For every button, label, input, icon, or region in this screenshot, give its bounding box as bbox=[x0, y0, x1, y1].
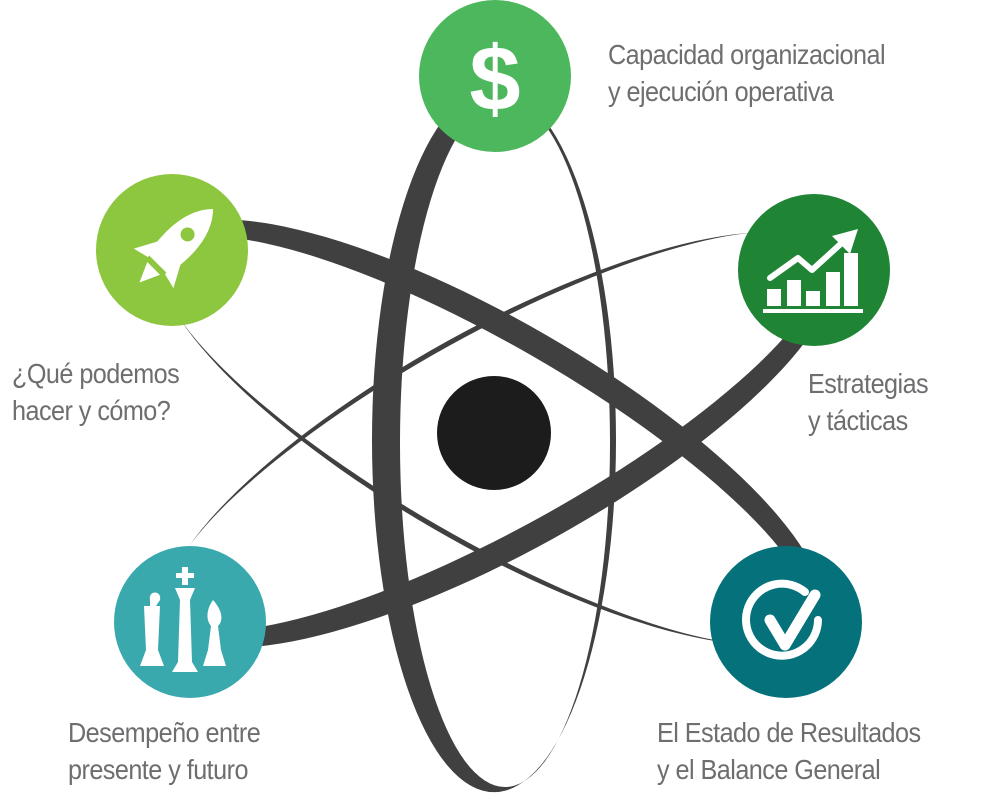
label-line: Desempeño entre bbox=[68, 717, 261, 748]
node-capacidad: $ bbox=[419, 0, 571, 152]
rocket-icon bbox=[133, 208, 214, 289]
orbit-diagonal-up bbox=[164, 231, 836, 648]
label-que-podemos: ¿Qué podemos hacer y cómo? bbox=[12, 355, 180, 429]
label-capacidad: Capacidad organizacional y ejecución ope… bbox=[608, 36, 886, 110]
check-circle-icon bbox=[742, 579, 822, 660]
label-line: hacer y cómo? bbox=[12, 395, 171, 426]
label-line: ¿Qué podemos bbox=[12, 358, 180, 389]
label-estado: El Estado de Resultados y el Balance Gen… bbox=[657, 714, 921, 788]
node-que-podemos bbox=[96, 174, 248, 326]
label-desempeno: Desempeño entre presente y futuro bbox=[68, 714, 261, 788]
label-estrategias: Estrategias y tácticas bbox=[808, 365, 929, 439]
label-line: Capacidad organizacional bbox=[608, 39, 886, 70]
dollar-icon: $ bbox=[469, 28, 520, 130]
label-line: El Estado de Resultados bbox=[657, 717, 921, 748]
label-line: y el Balance General bbox=[657, 754, 881, 785]
nucleus bbox=[437, 376, 551, 490]
growth-chart-icon bbox=[763, 229, 863, 313]
label-line: presente y futuro bbox=[68, 754, 248, 785]
node-desempeno bbox=[114, 546, 266, 698]
label-line: y tácticas bbox=[808, 405, 908, 436]
node-estado bbox=[710, 546, 862, 698]
chess-icon bbox=[140, 567, 226, 672]
label-line: y ejecución operativa bbox=[608, 76, 834, 107]
label-line: Estrategias bbox=[808, 368, 929, 399]
node-estrategias bbox=[738, 194, 890, 346]
